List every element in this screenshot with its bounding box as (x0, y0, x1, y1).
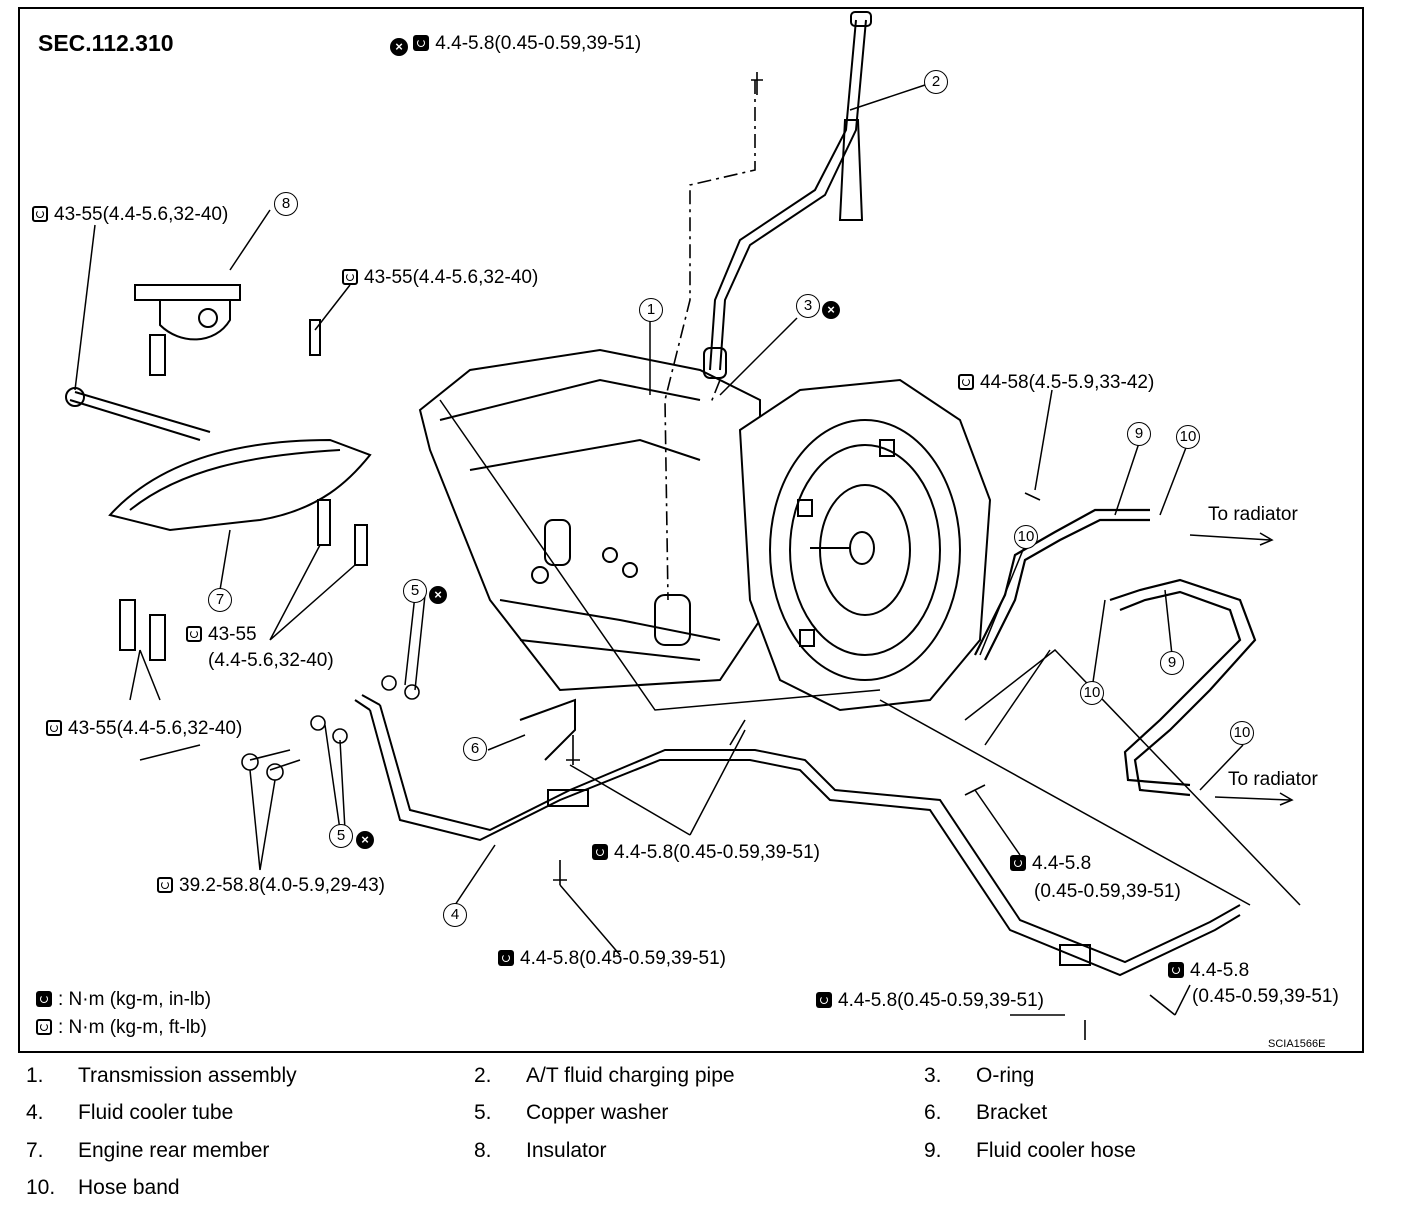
torque-ftlb-icon (36, 1019, 52, 1035)
callout-5-lower-replace: × (356, 826, 374, 849)
torque-top: × 4.4-5.8(0.45-0.59,39-51) (390, 33, 641, 56)
torque-tube-mid: 4.4-5.8(0.45-0.59,39-51) (592, 842, 820, 864)
torque-member-b: (4.4-5.6,32-40) (208, 650, 334, 671)
torque-inlb-icon (498, 950, 514, 966)
replace-icon: × (390, 38, 408, 56)
exploded-view-drawing (65, 11, 1301, 1040)
callout-5-lower: 5 (329, 824, 353, 848)
callout-9-upper: 9 (1127, 422, 1151, 446)
torque-tube-right-b: (0.45-0.59,39-51) (1034, 881, 1181, 902)
torque-tube-low: 4.4-5.8(0.45-0.59,39-51) (498, 948, 726, 970)
part-name: Insulator (526, 1139, 607, 1162)
part-name: Engine rear member (78, 1139, 270, 1162)
part-name: Hose band (78, 1176, 180, 1199)
part-num: 3. (924, 1064, 942, 1087)
callout-10-a: 10 (1176, 425, 1200, 449)
callout-5-upper: 5 (403, 579, 427, 603)
part-num: 8. (474, 1139, 492, 1162)
diagram-frame (18, 7, 1364, 1053)
torque-mount-left: 43-55(4.4-5.6,32-40) (32, 204, 228, 226)
torque-member-low: 43-55(4.4-5.6,32-40) (46, 718, 242, 740)
callout-7: 7 (208, 588, 232, 612)
callout-6: 6 (463, 737, 487, 761)
callout-8: 8 (274, 192, 298, 216)
replace-icon: × (822, 301, 840, 319)
part-num: 5. (474, 1101, 492, 1124)
units-inlb: : N·m (kg-m, in-lb) (36, 989, 211, 1011)
torque-ftlb-icon (157, 877, 173, 893)
part-num: 7. (26, 1139, 44, 1162)
to-radiator-lower: To radiator (1228, 769, 1318, 790)
callout-2: 2 (924, 70, 948, 94)
torque-ftlb-icon (46, 720, 62, 736)
part-num: 9. (924, 1139, 942, 1162)
callout-3: 3 (796, 294, 820, 318)
torque-tube-right-a: 4.4-5.8 (1010, 853, 1091, 875)
callout-10-d: 10 (1230, 721, 1254, 745)
torque-member-a: 43-55 (186, 624, 257, 646)
fluid-cooler-hose-drawing (974, 508, 1257, 797)
torque-tube-bottom: 4.4-5.8(0.45-0.59,39-51) (816, 990, 1044, 1012)
torque-ftlb-icon (186, 626, 202, 642)
torque-inlb-icon (36, 991, 52, 1007)
bolts-drawing (241, 72, 1176, 1040)
leader-lines (74, 84, 1301, 1016)
callout-10-c: 10 (1080, 681, 1104, 705)
insulator-drawing (134, 284, 321, 376)
transmission-assembly-drawing (418, 348, 992, 712)
callout-1: 1 (639, 298, 663, 322)
fluid-cooler-tube-drawing (354, 694, 1241, 977)
callout-9-lower: 9 (1160, 651, 1184, 675)
torque-housing: 44-58(4.5-5.9,33-42) (958, 372, 1154, 394)
charging-pipe-drawing (703, 11, 872, 379)
replace-icon: × (356, 831, 374, 849)
to-radiator-arrows (1189, 532, 1294, 806)
part-num: 4. (26, 1101, 44, 1124)
part-name: A/T fluid charging pipe (526, 1064, 735, 1087)
part-num: 2. (474, 1064, 492, 1087)
torque-inlb-icon (816, 992, 832, 1008)
part-num: 10. (26, 1176, 56, 1199)
engine-rear-member-drawing (65, 387, 372, 661)
part-name: Fluid cooler tube (78, 1101, 234, 1124)
units-ftlb: : N·m (kg-m, ft-lb) (36, 1017, 207, 1039)
callout-4: 4 (443, 903, 467, 927)
part-name: Fluid cooler hose (976, 1139, 1136, 1162)
part-name: Copper washer (526, 1101, 669, 1124)
torque-union: 39.2-58.8(4.0-5.9,29-43) (157, 875, 385, 897)
torque-inlb-icon (413, 35, 430, 51)
torque-tube-end-a: 4.4-5.8 (1168, 960, 1249, 982)
section-label: SEC.112.310 (38, 30, 174, 56)
torque-tube-end-b: (0.45-0.59,39-51) (1192, 986, 1339, 1007)
part-num: 6. (924, 1101, 942, 1124)
torque-ftlb-icon (958, 374, 974, 390)
part-num: 1. (26, 1064, 44, 1087)
callout-5-upper-replace: × (429, 581, 447, 604)
to-radiator-upper: To radiator (1208, 504, 1298, 525)
torque-inlb-icon (1010, 855, 1026, 871)
callout-10-b: 10 (1014, 525, 1038, 549)
part-name: Bracket (976, 1101, 1048, 1124)
part-name: O-ring (976, 1064, 1035, 1087)
part-name: Transmission assembly (78, 1064, 297, 1087)
replace-icon: × (429, 586, 447, 604)
torque-ftlb-icon (342, 269, 358, 285)
figure-code: SCIA1566E (1268, 1038, 1326, 1050)
callout-3-replace: × (822, 296, 840, 319)
torque-ftlb-icon (32, 206, 48, 222)
torque-inlb-icon (592, 844, 608, 860)
torque-inlb-icon (1168, 962, 1184, 978)
torque-mount-right: 43-55(4.4-5.6,32-40) (342, 267, 538, 289)
